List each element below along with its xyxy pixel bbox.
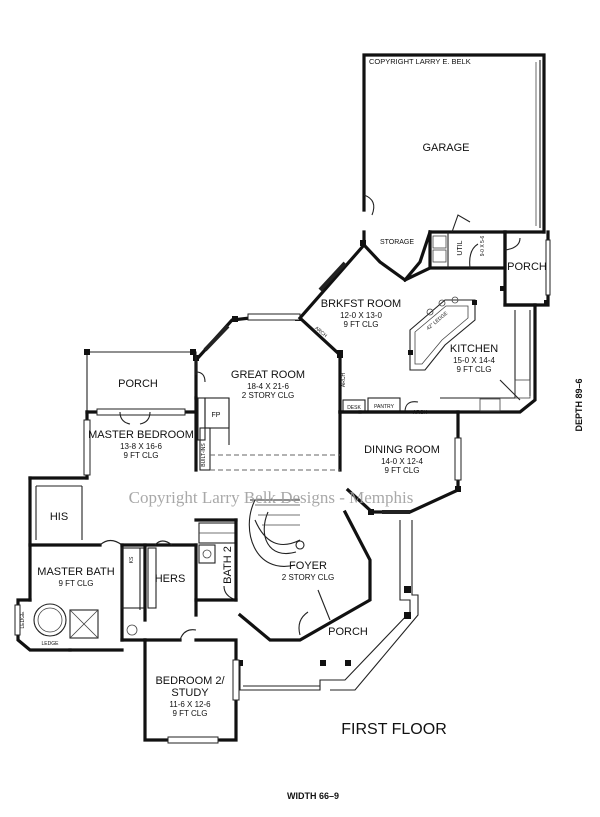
dining-room-label: DINING ROOM	[364, 444, 440, 456]
util-label: UTIL	[457, 240, 464, 255]
bedroom2-label: BEDROOM 2/	[155, 675, 225, 687]
brkfst-room-dim: 12-0 X 13-0	[340, 311, 382, 320]
bedroom2-dim: 11-6 X 12-6	[169, 700, 211, 709]
master-bath-label: MASTER BATH	[37, 566, 114, 578]
master-bedroom-clg: 9 FT CLG	[124, 451, 159, 460]
bedroom2-label-2: STUDY	[171, 687, 209, 699]
pantry-label: PANTRY	[374, 404, 394, 410]
bath2-label: BATH 2	[222, 546, 234, 584]
arch-label-3: ARCH	[413, 410, 428, 416]
garage-area	[362, 53, 546, 283]
depth-label: DEPTH 89–6	[574, 378, 584, 431]
kitchen-dim: 15-0 X 14-4	[453, 356, 495, 365]
watermark-text: Copyright Larry Belk Designs - Memphis	[129, 488, 414, 507]
floor-label: FIRST FLOOR	[341, 721, 447, 738]
ledge-label-2: LEDGE	[42, 641, 60, 647]
left-porch	[84, 349, 206, 412]
ledge-label-1: LEDGE	[20, 611, 26, 629]
master-bedroom-label: MASTER BEDROOM	[88, 429, 194, 441]
his-label: HIS	[50, 511, 68, 523]
garage-label: GARAGE	[422, 142, 469, 154]
porch-left-label: PORCH	[118, 378, 158, 390]
foyer-area	[237, 499, 372, 642]
kitchen-clg: 9 FT CLG	[457, 365, 492, 374]
brkfst-room-clg: 9 FT CLG	[344, 320, 379, 329]
storage-label: STORAGE	[380, 239, 414, 246]
copyright-top: COPYRIGHT LARRY E. BELK	[369, 57, 471, 66]
foyer-clg: 2 STORY CLG	[282, 573, 334, 582]
porch-right-label: PORCH	[507, 261, 547, 273]
great-room-clg: 2 STORY CLG	[242, 391, 294, 400]
front-porch	[237, 520, 419, 691]
bedroom2-clg: 9 FT CLG	[173, 709, 208, 718]
desk-label: DESK	[347, 405, 361, 411]
great-room-label: GREAT ROOM	[231, 369, 305, 381]
dining-room-area	[338, 410, 462, 515]
dining-room-clg: 9 FT CLG	[385, 466, 420, 475]
porch-front-label: PORCH	[328, 626, 368, 638]
master-bedroom-dim: 13-8 X 16-6	[120, 442, 162, 451]
great-room-dim: 18-4 X 21-6	[247, 382, 289, 391]
ks-label: KS	[129, 556, 135, 563]
brkfst-room-label: BRKFST ROOM	[321, 298, 401, 310]
foyer-label: FOYER	[289, 560, 327, 572]
bath2-area	[194, 518, 238, 602]
arch-label-2: ARCH	[341, 373, 347, 388]
hers-label: HERS	[155, 573, 186, 585]
width-label: WIDTH 66–9	[287, 791, 339, 801]
bedroom2-area	[143, 629, 240, 744]
dining-room-dim: 14-0 X 12-4	[381, 457, 423, 466]
bath-suite	[14, 476, 198, 652]
util-dim-label: 9-0 X 5-6	[480, 236, 486, 257]
builtins-label: BUILT-INS	[201, 443, 207, 467]
master-bedroom-area	[28, 396, 198, 480]
master-bath-clg: 9 FT CLG	[59, 579, 94, 588]
fireplace-label: FP	[212, 412, 221, 419]
kitchen-area	[295, 240, 537, 414]
kitchen-label: KITCHEN	[450, 343, 498, 355]
